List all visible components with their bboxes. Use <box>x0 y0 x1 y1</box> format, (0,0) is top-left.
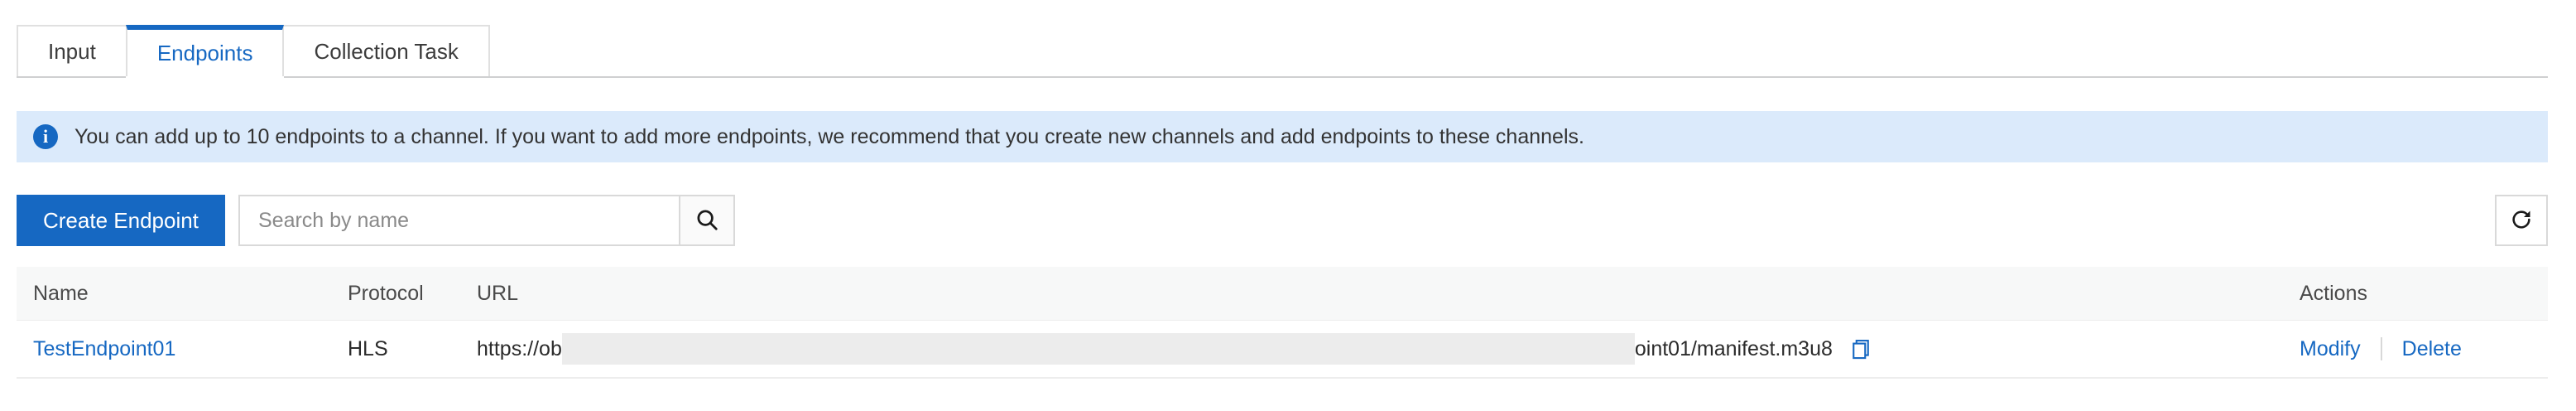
info-banner-text: You can add up to 10 endpoints to a chan… <box>74 124 1584 148</box>
column-header-actions: Actions <box>2300 281 2367 305</box>
endpoint-name-link[interactable]: TestEndpoint01 <box>33 336 176 360</box>
refresh-icon <box>2510 208 2533 234</box>
cell-actions: Modify Delete <box>2250 337 2548 361</box>
create-endpoint-button[interactable]: Create Endpoint <box>17 195 225 246</box>
search-icon <box>694 207 719 235</box>
table-header-row: Name Protocol URL Actions <box>17 267 2548 321</box>
tab-strip: Input Endpoints Collection Task <box>17 25 2548 78</box>
tab-input[interactable]: Input <box>17 25 127 76</box>
tab-input-label: Input <box>48 38 96 64</box>
info-circle-icon: i <box>33 124 58 149</box>
tab-collection-task[interactable]: Collection Task <box>282 25 490 76</box>
refresh-button[interactable] <box>2495 195 2548 246</box>
table-row: TestEndpoint01 HLS https://ob oint01/man… <box>17 321 2548 379</box>
cell-protocol: HLS <box>348 336 388 360</box>
tab-endpoints-label: Endpoints <box>156 40 253 65</box>
endpoints-table: Name Protocol URL Actions TestEndpoint01… <box>17 267 2548 379</box>
info-banner: i You can add up to 10 endpoints to a ch… <box>17 111 2548 162</box>
action-divider <box>2380 337 2382 360</box>
toolbar: Create Endpoint <box>17 195 2548 246</box>
search-button[interactable] <box>679 195 735 246</box>
url-redaction-block <box>561 333 1635 365</box>
search-input[interactable] <box>238 195 679 246</box>
delete-link[interactable]: Delete <box>2401 336 2462 360</box>
modify-link[interactable]: Modify <box>2300 336 2361 360</box>
search-group <box>238 195 735 246</box>
column-header-name: Name <box>33 281 89 305</box>
cell-url: https://ob oint01/manifest.m3u8 <box>477 333 2250 365</box>
url-prefix-text: https://ob <box>477 336 562 360</box>
tab-collection-task-label: Collection Task <box>314 38 459 64</box>
tab-endpoints[interactable]: Endpoints <box>125 25 285 78</box>
copy-icon[interactable] <box>1849 337 1872 360</box>
column-header-url: URL <box>477 281 519 305</box>
column-header-protocol: Protocol <box>348 281 424 305</box>
cell-name: TestEndpoint01 <box>17 337 348 361</box>
url-suffix-text: oint01/manifest.m3u8 <box>1634 336 1833 360</box>
